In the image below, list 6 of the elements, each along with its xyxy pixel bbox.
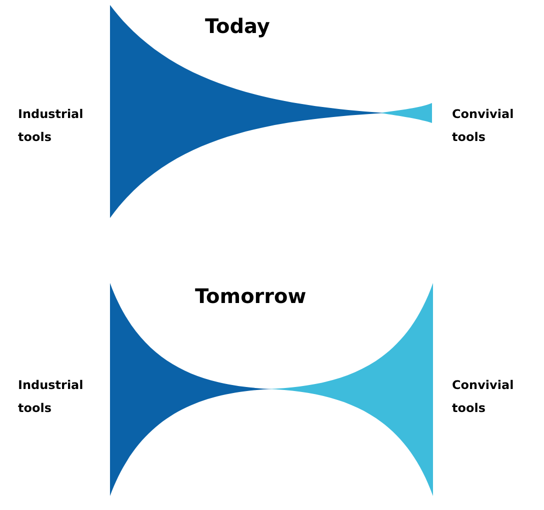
side-label: Convivial tools: [452, 377, 515, 417]
side-label: Convivial tools: [452, 106, 515, 146]
panel-heading: Today: [205, 14, 270, 38]
side-label: Industrial tools: [18, 106, 84, 146]
panel-heading: Tomorrow: [195, 284, 306, 308]
side-label: Industrial tools: [18, 377, 84, 417]
